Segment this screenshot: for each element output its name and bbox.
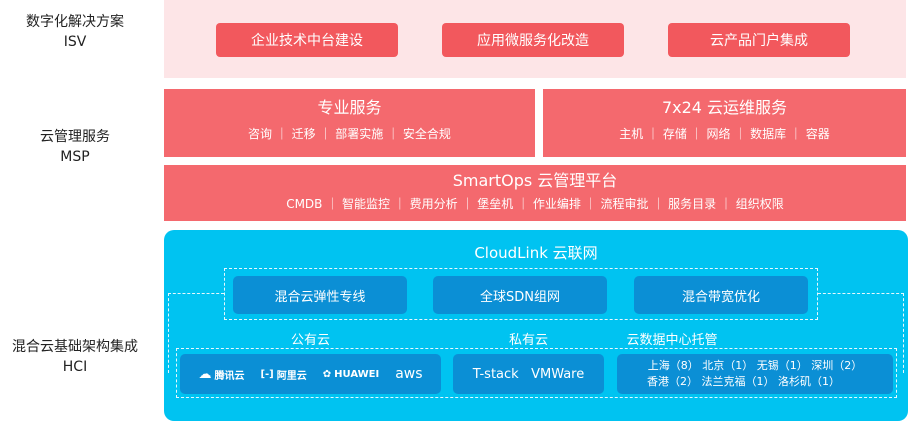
private-cloud-label: 私有云	[508, 333, 548, 348]
connector-right	[818, 293, 904, 373]
smartops-platform: SmartOps 云管理平台 CMDB ｜ 智能监控 ｜ 费用分析 ｜ 堡垒机 …	[164, 165, 906, 221]
label-isv: 数字化解决方案 ISV	[0, 12, 150, 52]
title: SmartOps 云管理平台	[452, 171, 618, 190]
idc-box: 上海（8） 北京（1） 无锡（1） 深圳（2） 香港（2） 法兰克福（1） 洛杉…	[617, 354, 893, 394]
title: 专业服务	[317, 98, 382, 117]
private-cloud-box: T-stack VMWare	[453, 354, 604, 394]
label-text: ISV	[63, 34, 87, 50]
cloudlink-title: CloudLink 云联网	[474, 244, 598, 262]
label-text: 云管理服务	[40, 129, 110, 145]
label-text: MSP	[60, 149, 90, 165]
aws-logo: aws	[395, 366, 423, 382]
public-cloud-label: 公有云	[290, 333, 330, 348]
cloudlink-group	[224, 268, 818, 320]
aliyun-logo: [-]阿里云	[260, 368, 307, 382]
ops-services: 7x24 云运维服务 主机 ｜ 存储 ｜ 网络 ｜ 数据库 ｜ 容器	[543, 89, 906, 157]
items: 咨询 ｜ 迁移 ｜ 部署实施 ｜ 安全合规	[248, 127, 451, 141]
label-text: HCI	[62, 359, 88, 375]
connector-left	[168, 293, 224, 373]
logo-text: HUAWEI	[334, 368, 380, 380]
public-cloud-box: ☁腾讯云 [-]阿里云 ✿HUAWEI aws	[180, 354, 441, 394]
professional-services: 专业服务 咨询 ｜ 迁移 ｜ 部署实施 ｜ 安全合规	[164, 89, 535, 157]
isv-button[interactable]: 企业技术中台建设	[216, 23, 398, 57]
label-hci: 混合云基础架构集成 HCI	[0, 337, 150, 377]
idc-label: 云数据中心托管	[626, 333, 718, 348]
items: 主机 ｜ 存储 ｜ 网络 ｜ 数据库 ｜ 容器	[619, 127, 830, 141]
title: 7x24 云运维服务	[661, 98, 788, 117]
label-text: 数字化解决方案	[26, 14, 124, 30]
huawei-logo: ✿HUAWEI	[322, 368, 380, 380]
tencent-cloud-logo: ☁腾讯云	[198, 366, 245, 382]
logo-text: 腾讯云	[214, 370, 245, 382]
isv-button[interactable]: 云产品门户集成	[668, 23, 850, 57]
cloudlink-button[interactable]: 混合云弹性专线	[233, 276, 407, 314]
cloudlink-button[interactable]: 混合带宽优化	[634, 276, 808, 314]
idc-line: 香港（2） 法兰克福（1） 洛杉矶（1）	[647, 375, 840, 388]
idc-line: 上海（8） 北京（1） 无锡（1） 深圳（2）	[647, 359, 863, 372]
logo-text: 阿里云	[276, 370, 307, 382]
cloudlink-button[interactable]: 全球SDN组网	[433, 276, 607, 314]
isv-button[interactable]: 应用微服务化改造	[442, 23, 624, 57]
label-text: 混合云基础架构集成	[12, 339, 138, 355]
label-msp: 云管理服务 MSP	[0, 127, 150, 167]
items: CMDB ｜ 智能监控 ｜ 费用分析 ｜ 堡垒机 ｜ 作业编排 ｜ 流程审批 ｜…	[286, 197, 784, 211]
